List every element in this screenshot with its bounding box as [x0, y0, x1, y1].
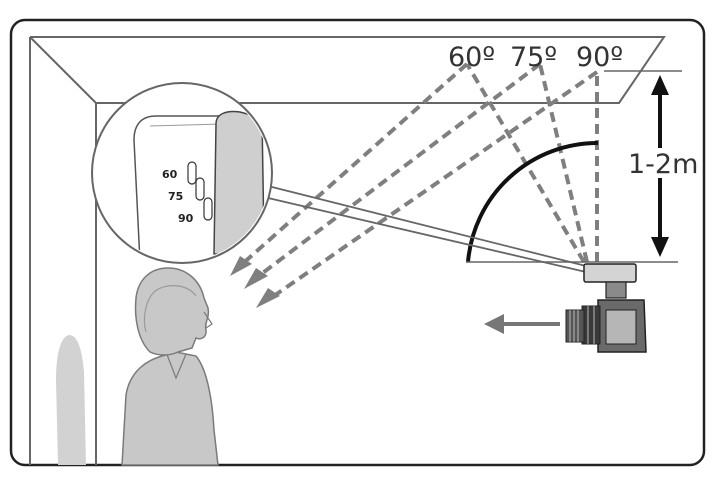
ray-60-down — [238, 62, 469, 268]
subject-person — [121, 267, 219, 466]
ray-75-down — [254, 62, 542, 280]
angle-arc — [466, 140, 599, 263]
distance-label-bg — [626, 148, 694, 178]
inset-leader-lines — [267, 185, 587, 273]
inset-scale-75: 75 — [168, 190, 183, 203]
inset-scale-60: 60 — [162, 168, 178, 181]
ray-90-down — [266, 70, 599, 302]
camera-with-flash — [484, 263, 647, 353]
inset-scale-90: 90 — [178, 212, 194, 225]
distance-label: 1-2m — [628, 149, 698, 180]
angle-label-60: 60º — [448, 42, 495, 73]
angle-label-90: 90º — [576, 42, 623, 73]
inset-magnifier: 60 75 90 — [91, 82, 273, 264]
background-person-silhouette — [56, 335, 86, 465]
angle-label-75: 75º — [510, 42, 557, 73]
ray-75-up — [538, 63, 589, 263]
ray-arrowheads — [230, 256, 280, 308]
diagram-frame — [9, 18, 706, 467]
